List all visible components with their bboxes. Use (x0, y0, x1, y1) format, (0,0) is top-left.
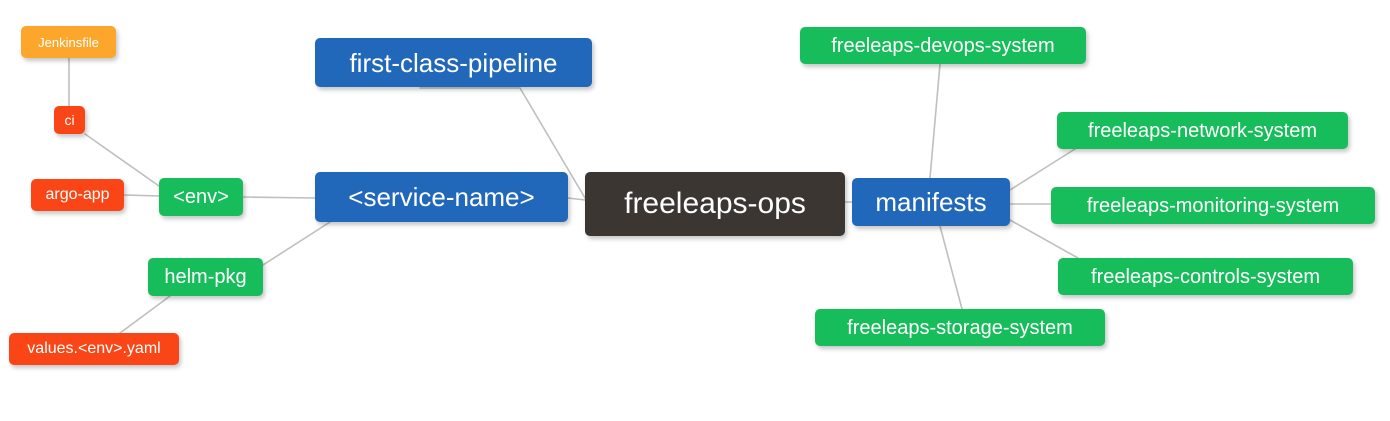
node-label-helm-pkg: helm-pkg (164, 266, 247, 288)
edge-helm-pkg-to-values-yaml (119, 295, 171, 334)
edge-service-name-to-helm-pkg (262, 221, 331, 266)
node-label-devops-system: freeleaps-devops-system (831, 34, 1055, 57)
node-label-argo-app: argo-app (45, 186, 110, 203)
node-label-service-name: <service-name> (348, 182, 535, 212)
node-label-monitoring-system: freeleaps-monitoring-system (1086, 194, 1340, 217)
node-label-env: <env> (173, 186, 229, 208)
node-storage-system[interactable]: freeleaps-storage-system (815, 309, 1105, 346)
node-network-system[interactable]: freeleaps-network-system (1057, 112, 1348, 149)
node-label-jenkinsfile: Jenkinsfile (38, 34, 99, 50)
node-values-yaml[interactable]: values.<env>.yaml (9, 333, 179, 365)
node-label-manifests: manifests (875, 187, 987, 217)
node-label-storage-system: freeleaps-storage-system (847, 316, 1073, 339)
edge-root-to-service-name (567, 197, 586, 201)
node-manifests[interactable]: manifests (852, 178, 1010, 226)
node-label-network-system: freeleaps-network-system (1088, 119, 1317, 142)
edge-manifests-to-storage-system (939, 225, 963, 310)
node-service-name[interactable]: <service-name> (315, 172, 568, 222)
edge-service-name-to-env (242, 196, 316, 199)
node-env[interactable]: <env> (159, 178, 243, 216)
node-label-controls-system: freeleaps-controls-system (1091, 265, 1320, 288)
node-label-ci: ci (64, 112, 75, 128)
node-argo-app[interactable]: argo-app (31, 179, 124, 211)
node-label-first-class-pipeline: first-class-pipeline (349, 47, 558, 78)
node-monitoring-system[interactable]: freeleaps-monitoring-system (1051, 187, 1375, 224)
edge-manifests-to-network-system (1009, 148, 1076, 191)
edge-manifests-to-controls-system (1009, 219, 1079, 259)
node-ci[interactable]: ci (54, 106, 85, 134)
node-helm-pkg[interactable]: helm-pkg (148, 258, 263, 296)
node-controls-system[interactable]: freeleaps-controls-system (1058, 258, 1353, 295)
node-devops-system[interactable]: freeleaps-devops-system (800, 27, 1086, 64)
node-label-values-yaml: values.<env>.yaml (27, 340, 161, 357)
edge-manifests-to-devops-system (929, 63, 941, 179)
node-label-root: freeleaps-ops (624, 187, 806, 220)
edge-env-to-argo-app (123, 194, 160, 197)
node-root[interactable]: freeleaps-ops (585, 172, 845, 236)
node-jenkinsfile[interactable]: Jenkinsfile (21, 26, 116, 58)
node-first-class-pipeline[interactable]: first-class-pipeline (315, 38, 592, 87)
